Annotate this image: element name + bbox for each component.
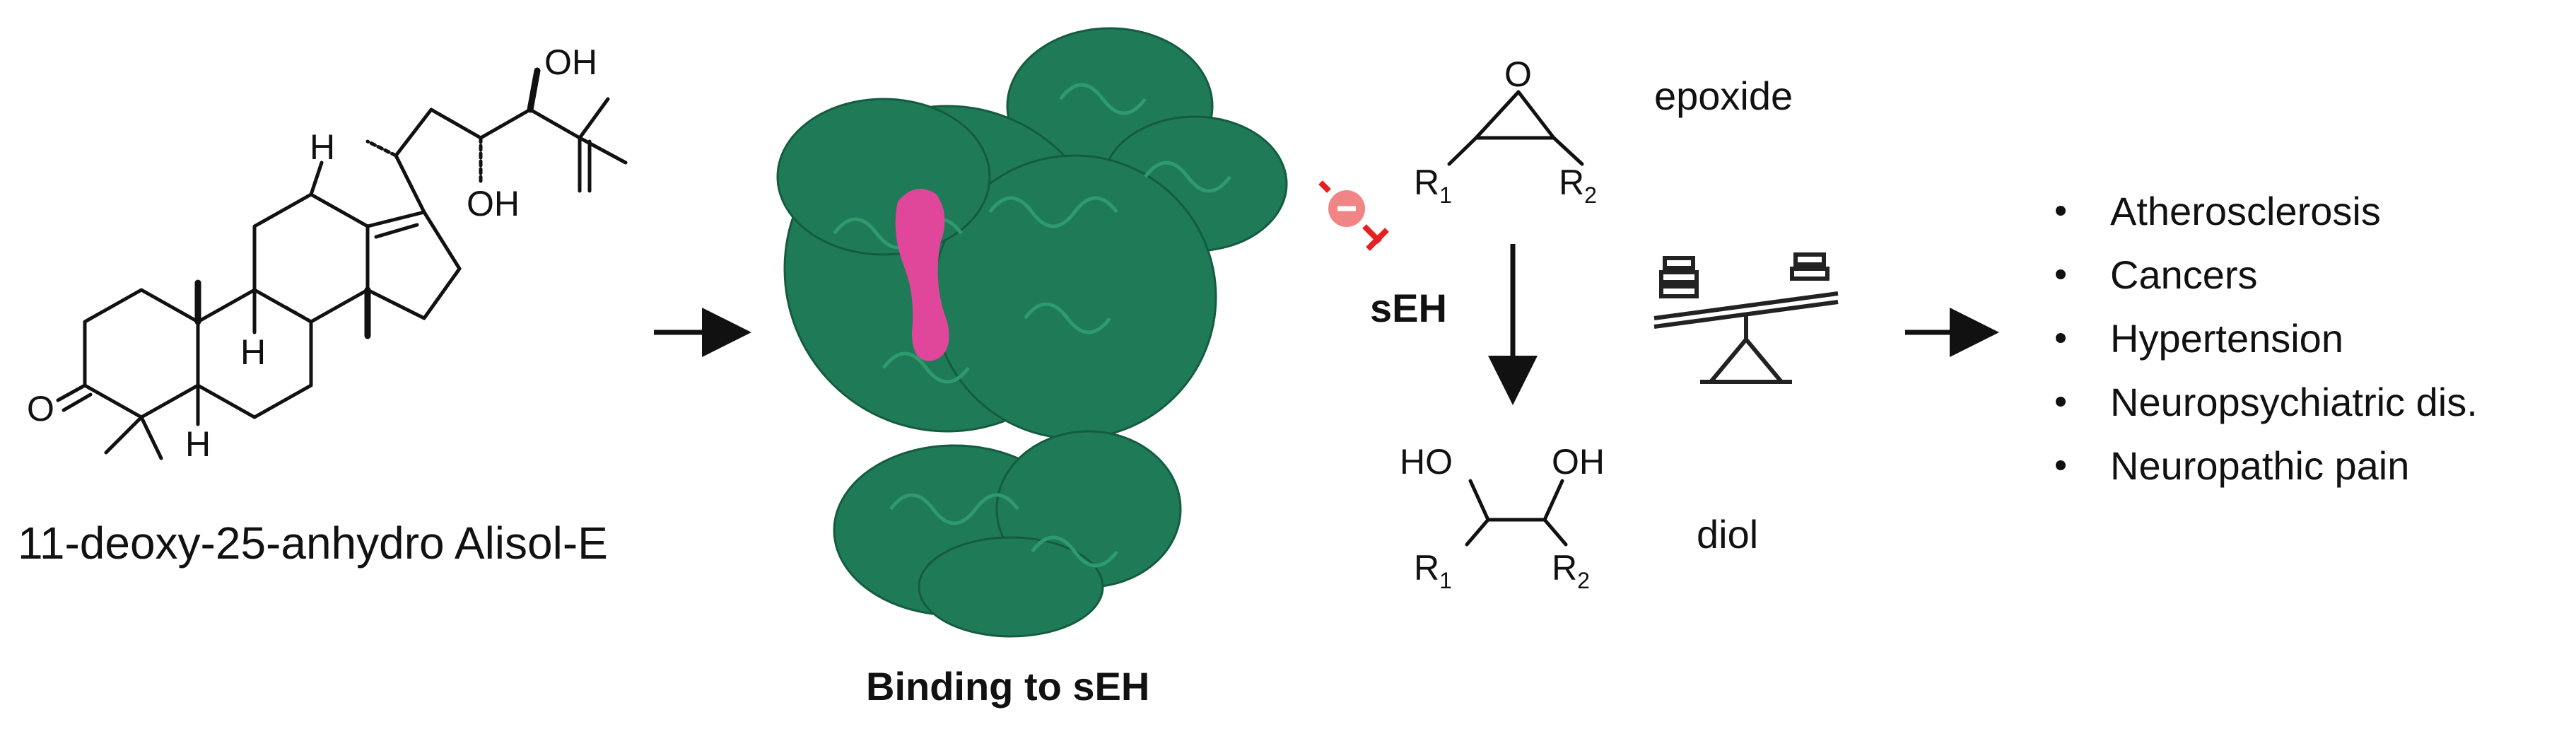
h-atom-mid: H — [240, 332, 266, 372]
h-atom-top: H — [310, 127, 335, 167]
compound-name: 11-deoxy-25-anhydro Alisol-E — [18, 518, 608, 569]
diol-structure: HO OH R1 R2 — [1400, 442, 1605, 593]
disease-item: Hypertension — [2110, 316, 2343, 361]
balance-scale-icon — [1653, 252, 1839, 384]
diol-r1: R1 — [1414, 548, 1452, 593]
seh-protein-structure — [776, 27, 1288, 638]
alisol-structure: O OH OH H H H — [27, 42, 628, 464]
diol-r2: R2 — [1552, 548, 1590, 593]
ligand-highlight — [895, 189, 949, 361]
disease-item: Atherosclerosis — [2110, 189, 2381, 233]
epoxide-r2: R2 — [1559, 163, 1597, 208]
bullet — [2056, 269, 2066, 279]
epoxide-r1: R1 — [1414, 163, 1452, 208]
disease-item: Cancers — [2110, 252, 2258, 297]
bullet — [2056, 460, 2066, 470]
disease-item: Neuropathic pain — [2110, 443, 2409, 488]
inhibition-label: sEH — [1370, 286, 1447, 330]
hydroxyl-mid: OH — [467, 184, 520, 223]
disease-item: Neuropsychiatric dis. — [2110, 380, 2478, 424]
bullet — [2056, 206, 2066, 216]
bullet — [2056, 397, 2066, 407]
inhibition-icon — [1318, 180, 1389, 251]
epoxide-label: epoxide — [1654, 74, 1793, 118]
hydroxyl-top: OH — [544, 42, 597, 82]
ketone-oxygen: O — [27, 389, 54, 429]
diol-label: diol — [1697, 512, 1758, 557]
diol-oh: OH — [1552, 442, 1605, 482]
disease-list: Atherosclerosis Cancers Hypertension Neu… — [2056, 189, 2478, 488]
protein-caption: Binding to sEH — [866, 664, 1149, 709]
epoxide-oxygen: O — [1504, 54, 1532, 94]
diol-ho: HO — [1400, 442, 1453, 482]
epoxide-structure: O R1 R2 — [1414, 54, 1597, 208]
bullet — [2056, 333, 2066, 343]
h-atom-low: H — [185, 424, 211, 464]
